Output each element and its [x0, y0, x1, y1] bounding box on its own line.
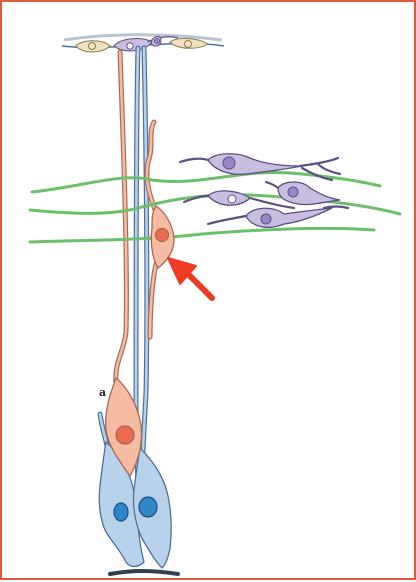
axon-fiber-upper: [32, 172, 380, 192]
interneuron-middle: [184, 191, 294, 208]
pial-cell-left: [76, 41, 110, 52]
pial-cell-right: [170, 38, 208, 48]
interneuron-top: [180, 154, 340, 180]
interneuron-right: [266, 182, 340, 205]
interneuron-bottom: [208, 207, 348, 228]
axon-fiber-lower: [30, 228, 374, 242]
red-arrow-icon: [168, 258, 212, 298]
ventricular-surface: [110, 571, 178, 574]
panel-label: a: [99, 386, 106, 399]
